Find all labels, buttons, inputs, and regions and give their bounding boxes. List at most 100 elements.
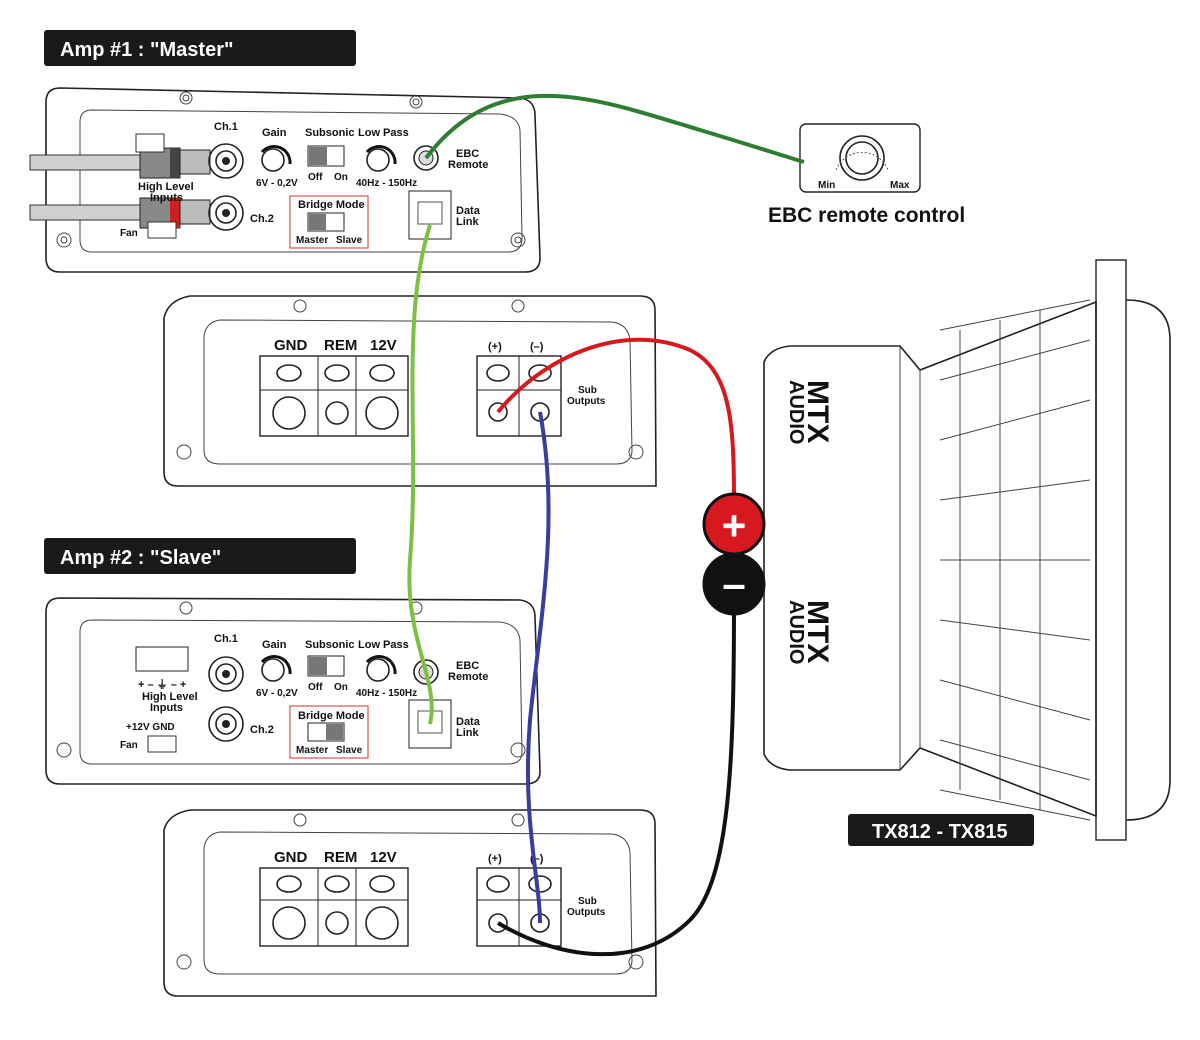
speaker-negative-wire <box>496 599 736 957</box>
amp2-ch2-jack[interactable] <box>208 706 244 742</box>
amp2-sub-label: Sub <box>578 896 597 907</box>
amp2-gain-knob[interactable] <box>261 658 285 682</box>
amp2-subsonic-off: Off <box>308 682 323 693</box>
data-link-cable <box>407 224 434 725</box>
amp2-rem-terminal[interactable] <box>325 911 349 935</box>
amp1-power-panel: GND REM 12V (+) (–) Sub Outputs <box>163 295 657 487</box>
amp1-plus-label: (+) <box>488 341 502 353</box>
amp1-bridge-master: Master <box>296 235 328 246</box>
amp2-pin-symbols: + – ⏚ – + <box>138 678 186 691</box>
amp2-rem-label: REM <box>324 849 357 866</box>
amp2-lowpass-label: Low Pass <box>358 639 409 651</box>
amp1-12v-label: 12V <box>370 337 397 354</box>
speaker-model: TX812 - TX815 <box>872 821 1008 843</box>
amp2-ch1-jack[interactable] <box>208 656 244 692</box>
speaker-brand-top-sub: AUDIO <box>785 380 807 444</box>
amp2-fan-pins: +12V GND <box>126 722 175 733</box>
amp1-rem-terminal[interactable] <box>325 401 349 425</box>
amp1-lowpass-label: Low Pass <box>358 127 409 139</box>
amp1-fan-label: Fan <box>120 228 138 239</box>
amp2-link-label: Link <box>456 727 479 739</box>
amp1-link-label: Link <box>456 216 479 228</box>
amp2-bridge-slave: Slave <box>336 745 363 756</box>
amp2-bridge-master: Master <box>296 745 328 756</box>
amp2-gnd-label: GND <box>274 849 308 866</box>
amp1-lp-range: 40Hz - 150Hz <box>356 178 417 189</box>
speaker-brand-bottom-sub: AUDIO <box>785 600 807 664</box>
amp1-gain-label: Gain <box>262 127 287 139</box>
speaker-brand-top: MTX <box>801 380 834 443</box>
ebc-cable <box>424 93 805 164</box>
ebc-remote-max: Max <box>890 180 910 191</box>
amp1-ebc-label: EBC <box>456 148 479 160</box>
amp1-12v-terminal[interactable] <box>365 396 399 430</box>
amp2-data-label: Data <box>456 716 481 728</box>
amp1-subsonic-off: Off <box>308 172 323 183</box>
amp1-gain-knob[interactable] <box>261 148 285 172</box>
amp1-subsonic-label: Subsonic <box>305 127 355 139</box>
amp2-gain-range: 6V - 0,2V <box>256 688 298 699</box>
amp1-ebc-port[interactable] <box>413 145 439 171</box>
amp1-sub-label: Sub <box>578 385 597 396</box>
amp2-outputs-label: Outputs <box>567 907 606 918</box>
positive-symbol: + <box>722 502 747 549</box>
ebc-remote-label: EBC remote control <box>768 204 965 227</box>
amp2-high-level-label: High Level <box>142 691 198 703</box>
positive-wire <box>496 337 736 501</box>
amp2-plus-label: (+) <box>488 853 502 865</box>
amp1-sub-plus-terminal[interactable] <box>488 402 508 422</box>
amp1-gain-range: 6V - 0,2V <box>256 178 298 189</box>
amp1-banner: Amp #1 : "Master" <box>44 30 356 66</box>
amp2-bridge-box <box>289 705 369 759</box>
amp2-control-panel: + – ⏚ – + High Level Inputs +12V GND Fan… <box>45 597 541 785</box>
amp1-data-label: Data <box>456 205 481 217</box>
amp2-ebc-label: EBC <box>456 660 479 672</box>
negative-symbol: – <box>722 560 745 607</box>
amp2-lp-range: 40Hz - 150Hz <box>356 688 417 699</box>
amp2-bridge-label: Bridge Mode <box>298 710 365 722</box>
amp1-gnd-label: GND <box>274 337 308 354</box>
amp2-high-level-connector[interactable] <box>135 646 189 672</box>
amp2-inputs-label: Inputs <box>150 702 183 714</box>
amp1-remote-label: Remote <box>448 159 488 171</box>
amp1-bridge-box <box>289 195 369 249</box>
amp1-high-level-label: High Level <box>138 181 194 193</box>
amp2-remote-label: Remote <box>448 671 488 683</box>
ebc-remote-min: Min <box>818 180 835 191</box>
amp1-control-panel: Ch.1 Ch.2 High Level Inputs Fan Gain 6V … <box>29 87 541 273</box>
amp2-title: Amp #2 : "Slave" <box>60 547 221 569</box>
amp1-gnd-terminal[interactable] <box>272 396 306 430</box>
speaker-negative-terminal[interactable]: – <box>702 552 766 616</box>
amp2-fan-connector[interactable] <box>147 735 177 753</box>
amp1-outputs-label: Outputs <box>567 396 606 407</box>
amp2-12v-terminal[interactable] <box>365 906 399 940</box>
negative-bridge-wire <box>525 411 551 924</box>
amp1-title: Amp #1 : "Master" <box>60 39 233 61</box>
amp2-ch1-label: Ch.1 <box>214 633 238 645</box>
speaker-positive-terminal[interactable]: + <box>702 492 766 556</box>
amp1-ch1-label: Ch.1 <box>214 121 238 133</box>
amp2-ch2-label: Ch.2 <box>250 724 274 736</box>
amp1-subsonic-on: On <box>334 172 348 183</box>
amp2-fan-label: Fan <box>120 740 138 751</box>
amp2-lowpass-knob[interactable] <box>366 658 390 682</box>
amp1-lowpass-knob[interactable] <box>366 148 390 172</box>
amp2-gain-label: Gain <box>262 639 287 651</box>
amp1-rem-label: REM <box>324 337 357 354</box>
amp2-subsonic-label: Subsonic <box>305 639 355 651</box>
speaker-brand-bottom: MTX <box>801 600 834 663</box>
amp2-subsonic-on: On <box>334 682 348 693</box>
amp1-inputs-label: Inputs <box>150 192 183 204</box>
amp2-12v-label: 12V <box>370 849 397 866</box>
amp1-ch2-label: Ch.2 <box>250 213 274 225</box>
amp2-power-panel: GND REM 12V (+) (–) Sub Outputs <box>163 809 657 997</box>
ebc-remote[interactable]: Min Max <box>799 123 921 193</box>
amp1-bridge-label: Bridge Mode <box>298 199 365 211</box>
amp2-gnd-terminal[interactable] <box>272 906 306 940</box>
subwoofer: MTX AUDIO MTX AUDIO <box>763 259 1171 841</box>
amp2-banner: Amp #2 : "Slave" <box>44 538 356 574</box>
amp2-sub-plus-terminal[interactable] <box>488 913 508 933</box>
amp2-ebc-port[interactable] <box>413 659 439 685</box>
speaker-model-badge: TX812 - TX815 <box>848 814 1034 846</box>
